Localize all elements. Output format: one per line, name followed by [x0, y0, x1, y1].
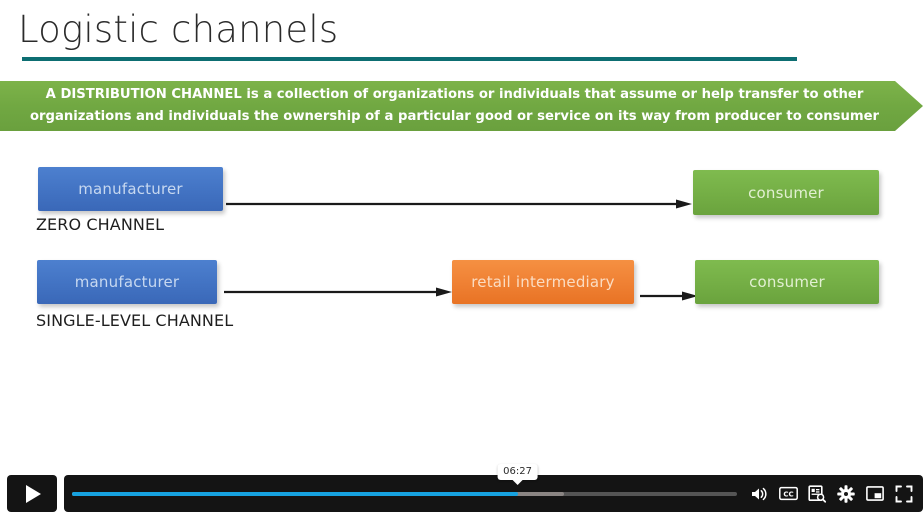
caption-single-level-channel: SINGLE-LEVEL CHANNEL: [36, 311, 234, 330]
node-consumer-row2: consumer: [695, 260, 879, 304]
node-label: manufacturer: [78, 180, 183, 198]
play-icon: [26, 484, 41, 503]
volume-icon[interactable]: [749, 484, 769, 504]
player-right-controls: CC: [745, 475, 923, 512]
node-label: retail intermediary: [471, 273, 615, 291]
svg-text:CC: CC: [783, 491, 793, 499]
player-control-bar: 06:27 CC: [0, 463, 923, 515]
node-manufacturer-row2: manufacturer: [37, 260, 217, 304]
title-underline: [22, 57, 797, 61]
caption-zero-channel: ZERO CHANNEL: [36, 215, 165, 234]
arrow-row2-retail-to-consumer: [640, 290, 698, 302]
arrow-row2-manufacturer-to-retail: [224, 286, 452, 298]
page-title: Logistic channels: [18, 8, 339, 51]
seek-bar[interactable]: 06:27: [64, 463, 745, 512]
node-label: consumer: [748, 183, 824, 202]
transcript-icon[interactable]: [807, 484, 827, 504]
node-label: consumer: [749, 273, 825, 291]
gear-icon[interactable]: [836, 484, 856, 504]
hover-time-tooltip: 06:27: [497, 463, 538, 480]
player-bar-shell: 06:27 CC: [64, 463, 923, 512]
progress-track[interactable]: 06:27: [72, 463, 737, 496]
node-retail-intermediary: retail intermediary: [452, 260, 634, 304]
node-label: manufacturer: [74, 273, 180, 291]
slide-canvas: Logistic channels A DISTRIBUTION CHANNEL…: [0, 8, 923, 330]
definition-banner: A DISTRIBUTION CHANNEL is a collection o…: [0, 81, 923, 131]
progress-played: [72, 491, 518, 496]
node-manufacturer-row1: manufacturer: [38, 167, 223, 211]
play-button[interactable]: [7, 475, 57, 512]
cc-icon[interactable]: CC: [778, 484, 798, 504]
definition-banner-text: A DISTRIBUTION CHANNEL is a collection o…: [29, 87, 880, 124]
fullscreen-icon[interactable]: [894, 484, 914, 504]
node-consumer-row1: consumer: [693, 170, 879, 215]
arrow-row1-manufacturer-to-consumer: [226, 198, 692, 210]
pip-icon[interactable]: [865, 484, 885, 504]
